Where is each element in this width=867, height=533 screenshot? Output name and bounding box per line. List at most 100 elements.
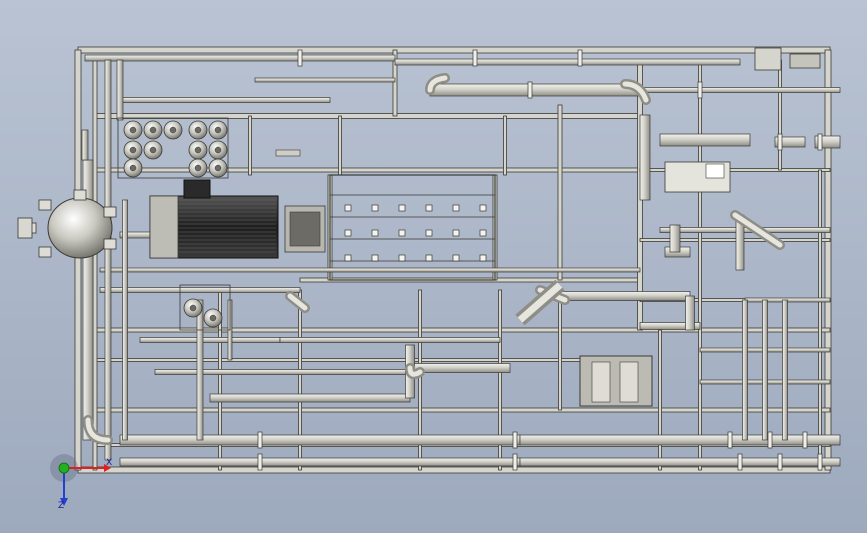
vessel-nozzle — [103, 238, 117, 250]
vessel-manway — [17, 217, 33, 239]
skid-bolt — [398, 254, 406, 262]
pipe-flange — [527, 81, 533, 99]
frame-beam — [248, 115, 252, 176]
frame-beam — [418, 289, 422, 471]
junction-box-door-left — [591, 361, 611, 403]
valve-port — [169, 126, 177, 134]
skid-bolt — [371, 229, 379, 237]
pipe-flange — [777, 453, 783, 471]
pipe-flange — [802, 431, 808, 449]
pipe-segment — [394, 58, 741, 66]
pipe-segment — [119, 434, 521, 446]
valve-port — [194, 146, 202, 154]
skid-bolt — [425, 204, 433, 212]
pipe-segment — [659, 227, 831, 233]
pipe-riser — [104, 59, 112, 461]
pipe-flange — [577, 49, 583, 67]
frame-beam — [778, 59, 782, 171]
pipe-segment — [639, 322, 701, 330]
valve-port — [194, 164, 202, 172]
pipe-elbow-highlight — [622, 81, 649, 103]
skid-bolt — [425, 254, 433, 262]
skid-outline — [329, 174, 496, 281]
coupling-guard — [289, 211, 321, 247]
pipe-segment — [519, 457, 841, 467]
skid-bolt — [479, 229, 487, 237]
pipe-segment — [639, 87, 841, 93]
pipe-segment — [99, 267, 641, 273]
skid-bolt — [452, 254, 460, 262]
valve-port — [194, 126, 202, 134]
pipe-segment — [84, 54, 396, 62]
triad-z-label: Z — [58, 501, 65, 511]
pipe-segment — [559, 291, 691, 301]
pipe-segment — [409, 363, 511, 373]
pipe-segment — [774, 136, 806, 148]
skid-bolt — [452, 229, 460, 237]
pipe-riser — [685, 295, 695, 331]
skid-bolt — [479, 254, 487, 262]
spherical-vessel — [47, 197, 113, 259]
vessel-nozzle — [73, 189, 87, 201]
frame-beam — [658, 329, 662, 471]
valve-port — [189, 304, 197, 312]
panel-display — [705, 163, 725, 179]
pipe-riser — [782, 299, 788, 441]
frame-beam — [74, 49, 82, 471]
pipe-segment — [429, 83, 641, 97]
valve-port — [209, 314, 217, 322]
triad-z-arrow — [60, 498, 68, 506]
pipe-segment — [659, 133, 751, 147]
pipe-segment — [519, 434, 841, 446]
pipe-network — [81, 49, 841, 471]
skid-bolt — [344, 254, 352, 262]
skid-bolt — [398, 204, 406, 212]
frame-beam — [824, 49, 832, 471]
equipment-layer — [17, 47, 821, 407]
pipe-flange — [697, 81, 703, 99]
vessel-nozzle — [103, 206, 117, 218]
valve-port — [129, 164, 137, 172]
pipe-riser — [639, 114, 651, 201]
valve-port — [149, 126, 157, 134]
pipe-segment — [279, 337, 501, 343]
pipe-riser — [81, 129, 89, 161]
pipe-flange — [512, 431, 518, 449]
triad-x-label: X — [106, 458, 113, 468]
valve-port — [149, 146, 157, 154]
frame-beam — [77, 46, 831, 54]
pipe-flange — [817, 453, 823, 471]
frame-beam — [77, 466, 831, 474]
valve-manifold-outline — [117, 117, 229, 179]
pipe-segment — [119, 457, 521, 467]
pipe-diagonal-highlight — [517, 282, 563, 323]
top-bracket — [789, 53, 821, 69]
coordinate-triad — [50, 454, 111, 506]
skid-bolt — [398, 229, 406, 237]
pipe-segment — [209, 393, 411, 403]
frame-structure — [74, 46, 832, 474]
motor-terminal-box — [183, 179, 211, 199]
frame-beam — [503, 115, 507, 176]
pipe-riser — [669, 224, 681, 253]
pipe-flange — [257, 431, 263, 449]
frame-beam — [557, 104, 563, 281]
pipe-segment — [119, 97, 331, 103]
pipe-riser — [742, 299, 748, 441]
frame-beam — [558, 289, 562, 411]
valve-port — [214, 164, 222, 172]
pipe-segment — [254, 77, 396, 83]
top-enclosure — [754, 47, 782, 71]
skid-bolt — [344, 229, 352, 237]
triad-y-axis-dot — [58, 462, 70, 474]
skid-bolt — [371, 254, 379, 262]
pipe-segment — [154, 369, 411, 375]
skid-bolt — [344, 204, 352, 212]
triad-x-arrow — [104, 464, 111, 472]
small-bracket — [275, 149, 301, 157]
pipe-flange — [767, 431, 773, 449]
frame-beam — [392, 49, 398, 117]
pipe-flange — [817, 133, 823, 151]
